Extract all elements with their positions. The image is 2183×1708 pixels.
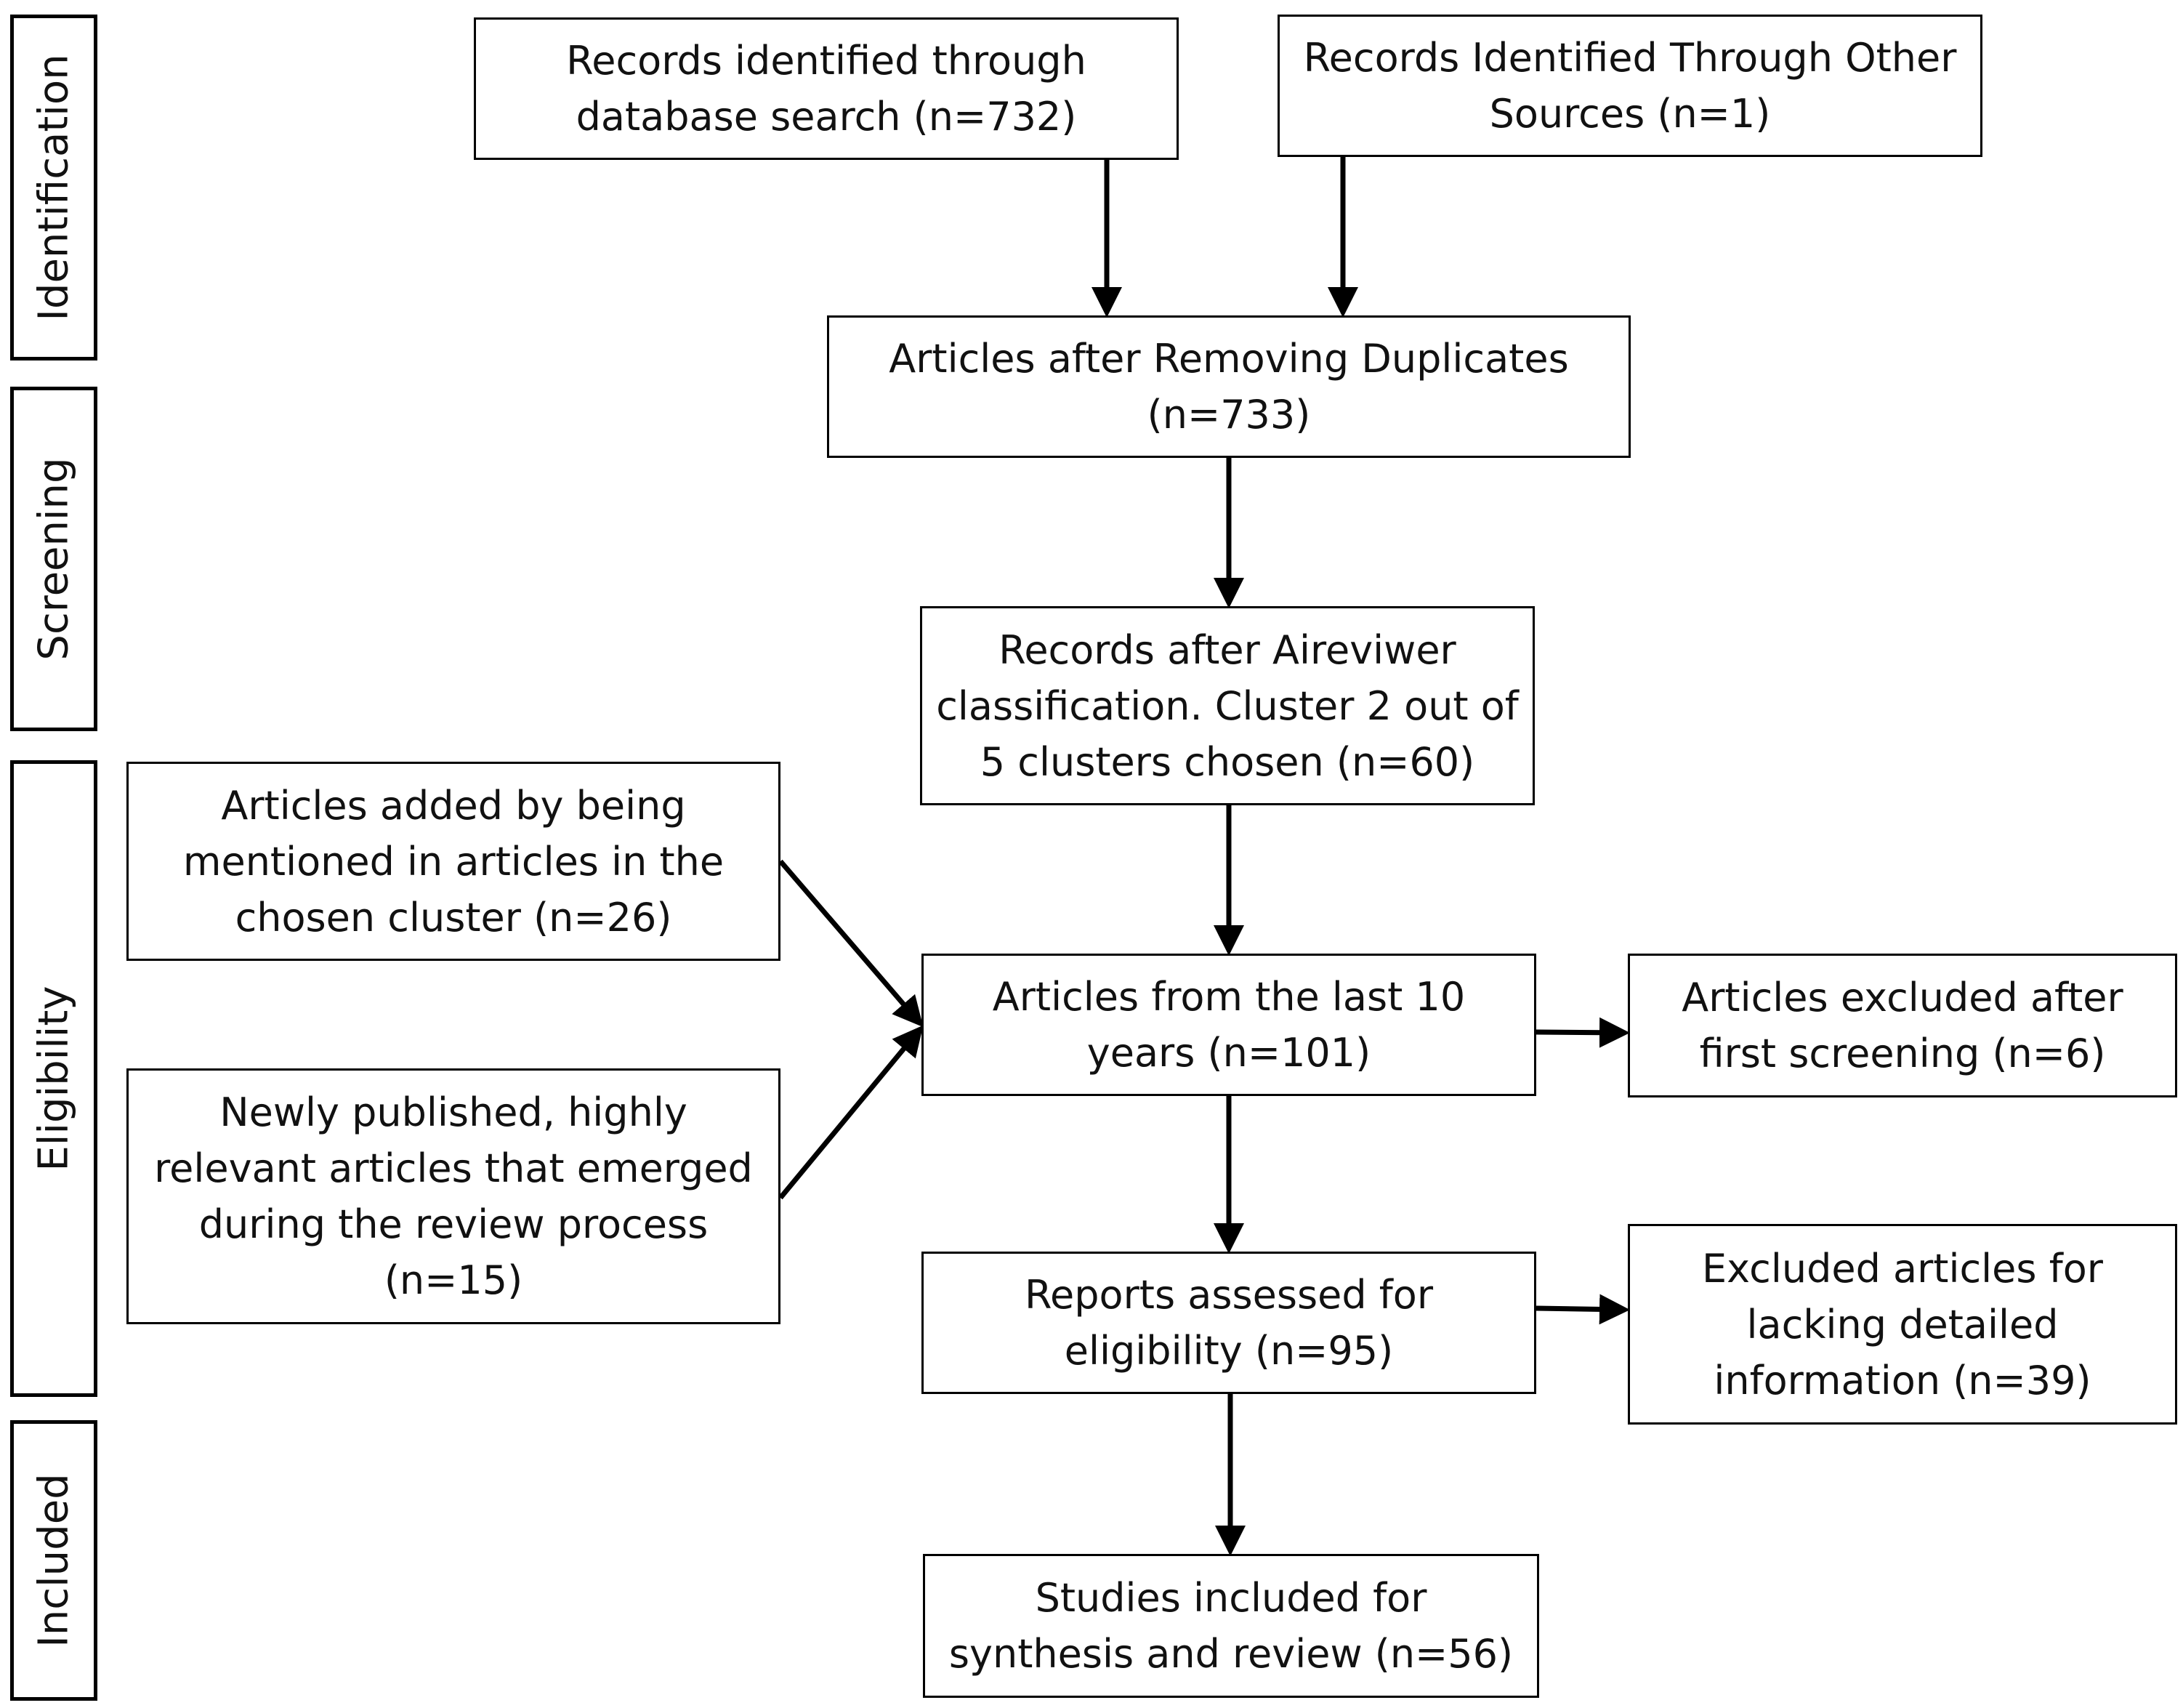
excluded-lacking-box: Excluded articles for lacking detailed i…: [1628, 1224, 2177, 1425]
excluded-first-text: Articles excluded after first screening …: [1682, 975, 2123, 1076]
arrow-assessed-to-excluded-lacking: [1536, 1294, 1630, 1325]
aireviewer-text: Records after Aireviwer classification. …: [936, 627, 1519, 785]
last-10-years-text: Articles from the last 10 years (n=101): [992, 974, 1466, 1076]
aireviewer-box: Records after Aireviwer classification. …: [920, 606, 1535, 805]
other-sources-box: Records Identified Through Other Sources…: [1278, 15, 1982, 157]
other-sources-text: Records Identified Through Other Sources…: [1303, 35, 1957, 137]
stage-included: Included: [10, 1420, 97, 1701]
included-final-box: Studies included for synthesis and revie…: [923, 1554, 1539, 1698]
stage-screening: Screening: [10, 387, 97, 731]
excluded-lacking-text: Excluded articles for lacking detailed i…: [1702, 1245, 2103, 1403]
last-10-years-box: Articles from the last 10 years (n=101): [921, 954, 1536, 1096]
database-search-text: Records identified through database sear…: [566, 38, 1086, 140]
arrow-last10-to-excluded-first: [1536, 1017, 1630, 1048]
added-by-mention-text: Articles added by being mentioned in art…: [182, 782, 725, 940]
database-search-box: Records identified through database sear…: [474, 17, 1179, 160]
after-duplicates-box: Articles after Removing Duplicates (n=73…: [827, 315, 1631, 458]
excluded-first-box: Articles excluded after first screening …: [1628, 954, 2177, 1097]
arrow-mention-to-last10: [778, 859, 924, 1028]
stage-identification: Identification: [10, 15, 97, 360]
added-by-mention-box: Articles added by being mentioned in art…: [126, 762, 780, 961]
after-duplicates-text: Articles after Removing Duplicates (n=73…: [889, 336, 1569, 438]
newly-published-box: Newly published, highly relevant article…: [126, 1068, 780, 1324]
newly-published-text: Newly published, highly relevant article…: [154, 1089, 753, 1303]
assessed-text: Reports assessed for eligibility (n=95): [1024, 1272, 1434, 1374]
arrow-newly-to-last10: [778, 1025, 924, 1200]
included-final-text: Studies included for synthesis and revie…: [948, 1575, 1514, 1677]
stage-eligibility: Eligibility: [10, 760, 97, 1397]
